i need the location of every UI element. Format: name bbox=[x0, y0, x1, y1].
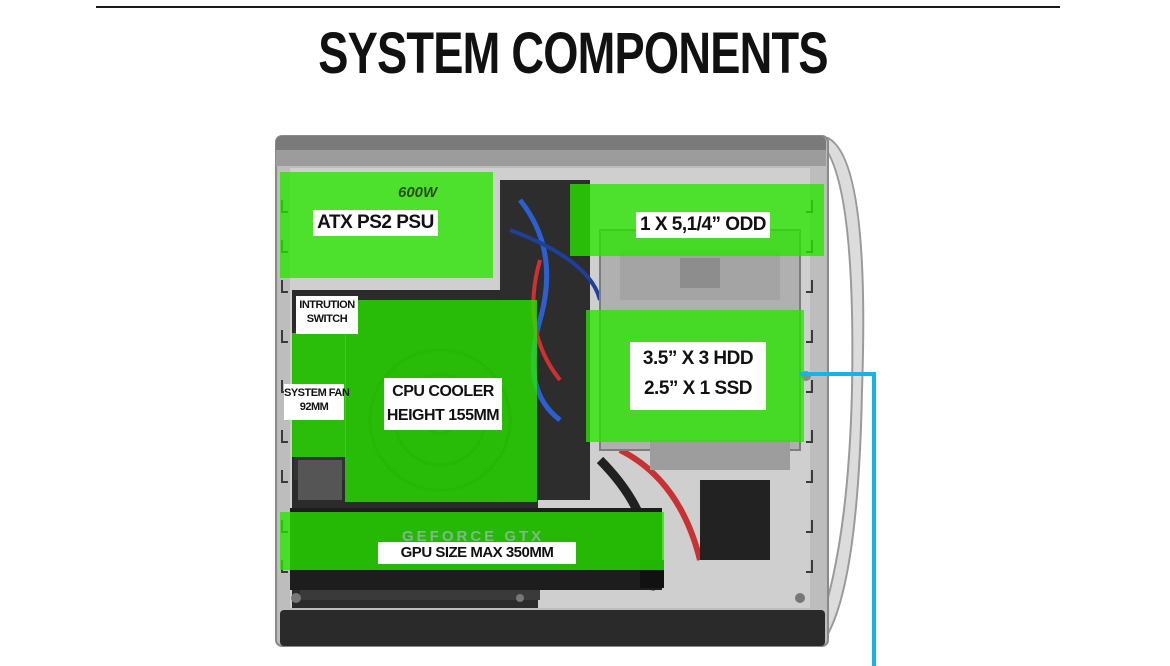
odd-label: 1 X 5,1/4” ODD bbox=[636, 212, 770, 238]
fan-line-2: 92MM bbox=[299, 401, 329, 413]
callout-line-horizontal bbox=[800, 372, 876, 376]
system-fan-label: SYSTEM FAN 92MM bbox=[284, 384, 350, 420]
callout-line-vertical bbox=[872, 372, 876, 666]
top-divider bbox=[96, 6, 1060, 8]
cooler-line-1: CPU COOLER bbox=[392, 383, 494, 400]
psu-cable-connector bbox=[700, 480, 770, 560]
intrusion-line-1: INTRUTION bbox=[299, 299, 355, 311]
page-title: SYSTEM COMPONENTS bbox=[318, 21, 828, 86]
gpu-brand-text: GEFORCE GTX bbox=[402, 528, 545, 545]
psu-rating: 600W bbox=[398, 184, 438, 201]
intrusion-line-2: SWITCH bbox=[306, 313, 348, 325]
gpu-label: GPU SIZE MAX 350MM bbox=[378, 542, 576, 564]
psu-label: ATX PS2 PSU bbox=[313, 210, 438, 236]
cpu-cooler-label: CPU COOLER HEIGHT 155MM bbox=[384, 378, 502, 430]
drives-line-1: 3.5” X 3 HDD bbox=[642, 348, 754, 369]
fan-line-1: SYSTEM FAN bbox=[284, 387, 350, 399]
drives-line-2: 2.5” X 1 SSD bbox=[643, 378, 753, 399]
case-bottom-bar bbox=[280, 610, 825, 646]
intrusion-switch-label: INTRUTION SWITCH bbox=[296, 296, 358, 334]
drives-label: 3.5” X 3 HDD 2.5” X 1 SSD bbox=[630, 342, 766, 410]
cooler-line-2: HEIGHT 155MM bbox=[386, 407, 500, 424]
